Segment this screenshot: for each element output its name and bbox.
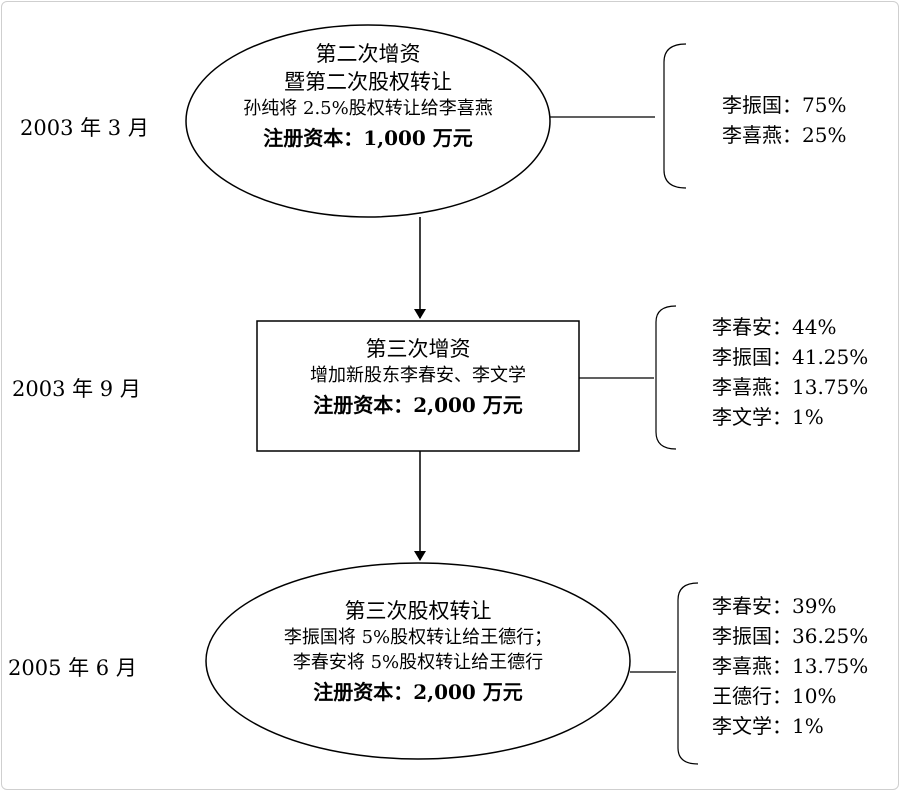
stage-1-holders: 李振国：75% 李喜燕：25% [722, 90, 846, 150]
stage-2-capital: 注册资本：2,000 万元 [313, 393, 523, 417]
stage-3-date: 2005 年 6 月 [8, 656, 137, 680]
stage-3-title: 第三次股权转让 [344, 599, 492, 623]
stage-1-capital: 注册资本：1,000 万元 [263, 126, 473, 150]
holder-item: 王德行：10% [712, 684, 837, 708]
stage-2-brace [655, 305, 677, 450]
stage-2-box [256, 320, 580, 452]
stage-1-ellipse [185, 24, 551, 218]
stage-2-holders: 李春安：44% 李振国：41.25% 李喜燕：13.75% 李文学：1% [712, 312, 868, 432]
holder-item: 李春安：44% [712, 315, 837, 339]
holder-item: 李振国：36.25% [712, 624, 869, 648]
stage-1-detail: 孙纯将 2.5%股权转让给李喜燕 [243, 98, 493, 119]
holder-item: 李振国：75% [722, 93, 847, 117]
holder-item: 李喜燕：25% [722, 123, 847, 147]
stage-1-content: 第二次增资 暨第二次股权转让 孙纯将 2.5%股权转让给李喜燕 注册资本：1,0… [228, 40, 508, 154]
holder-item: 李文学：1% [712, 405, 824, 429]
stage-3-ellipse [205, 562, 631, 760]
stage-1-title-line-2: 暨第二次股权转让 [284, 70, 452, 94]
holder-item: 李喜燕：13.75% [712, 654, 869, 678]
stage-3-content: 第三次股权转让 李振国将 5%股权转让给王德行； 李春安将 5%股权转让给王德行… [258, 597, 578, 709]
holder-item: 李喜燕：13.75% [712, 375, 869, 399]
stage-2-title: 第三次增资 [365, 337, 471, 361]
stage-1-title-line-1: 第二次增资 [315, 42, 421, 66]
stage-2-detail: 增加新股东李春安、李文学 [310, 365, 526, 386]
stage-3-brace [677, 582, 699, 765]
stage-3-holders: 李春安：39% 李振国：36.25% 李喜燕：13.75% 王德行：10% 李文… [712, 591, 868, 741]
stage-3-capital: 注册资本：2,000 万元 [313, 680, 523, 704]
stage-1-date: 2003 年 3 月 [20, 116, 149, 140]
holder-item: 李振国：41.25% [712, 345, 869, 369]
holder-item: 李春安：39% [712, 594, 837, 618]
stage-3-detail-2: 李春安将 5%股权转让给王德行 [292, 652, 544, 673]
stage-3-detail-1: 李振国将 5%股权转让给王德行； [283, 627, 553, 648]
stage-2-date: 2003 年 9 月 [12, 377, 141, 401]
stage-2-content: 第三次增资 增加新股东李春安、李文学 注册资本：2,000 万元 [262, 335, 574, 421]
holder-item: 李文学：1% [712, 714, 824, 738]
stage-1-brace [663, 43, 687, 189]
